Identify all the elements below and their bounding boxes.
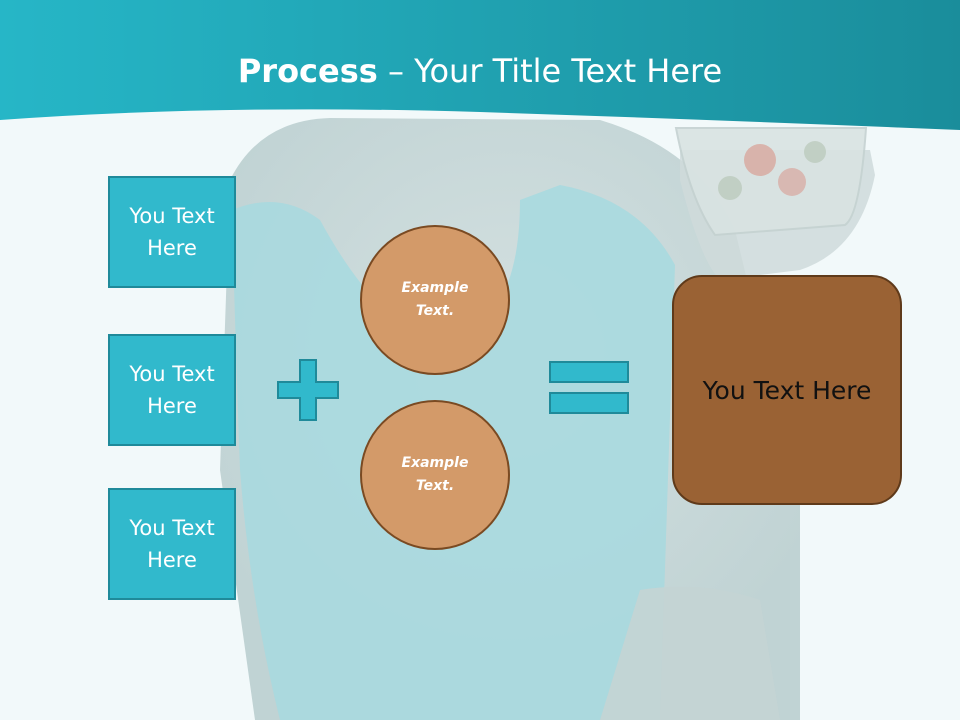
result-box[interactable]: You Text Here (672, 275, 902, 505)
left-text-box-3[interactable]: You Text Here (108, 488, 236, 600)
left-text-box-1[interactable]: You Text Here (108, 176, 236, 288)
title-rest: – Your Title Text Here (377, 52, 723, 90)
plus-icon (277, 359, 339, 421)
header-band (0, 0, 960, 130)
left-text-box-2[interactable]: You Text Here (108, 334, 236, 446)
equals-icon (549, 361, 629, 414)
example-circle-1[interactable]: Example Text. (360, 225, 510, 375)
page-title: Process – Your Title Text Here (0, 52, 960, 90)
title-bold: Process (237, 52, 378, 90)
example-circle-2[interactable]: Example Text. (360, 400, 510, 550)
